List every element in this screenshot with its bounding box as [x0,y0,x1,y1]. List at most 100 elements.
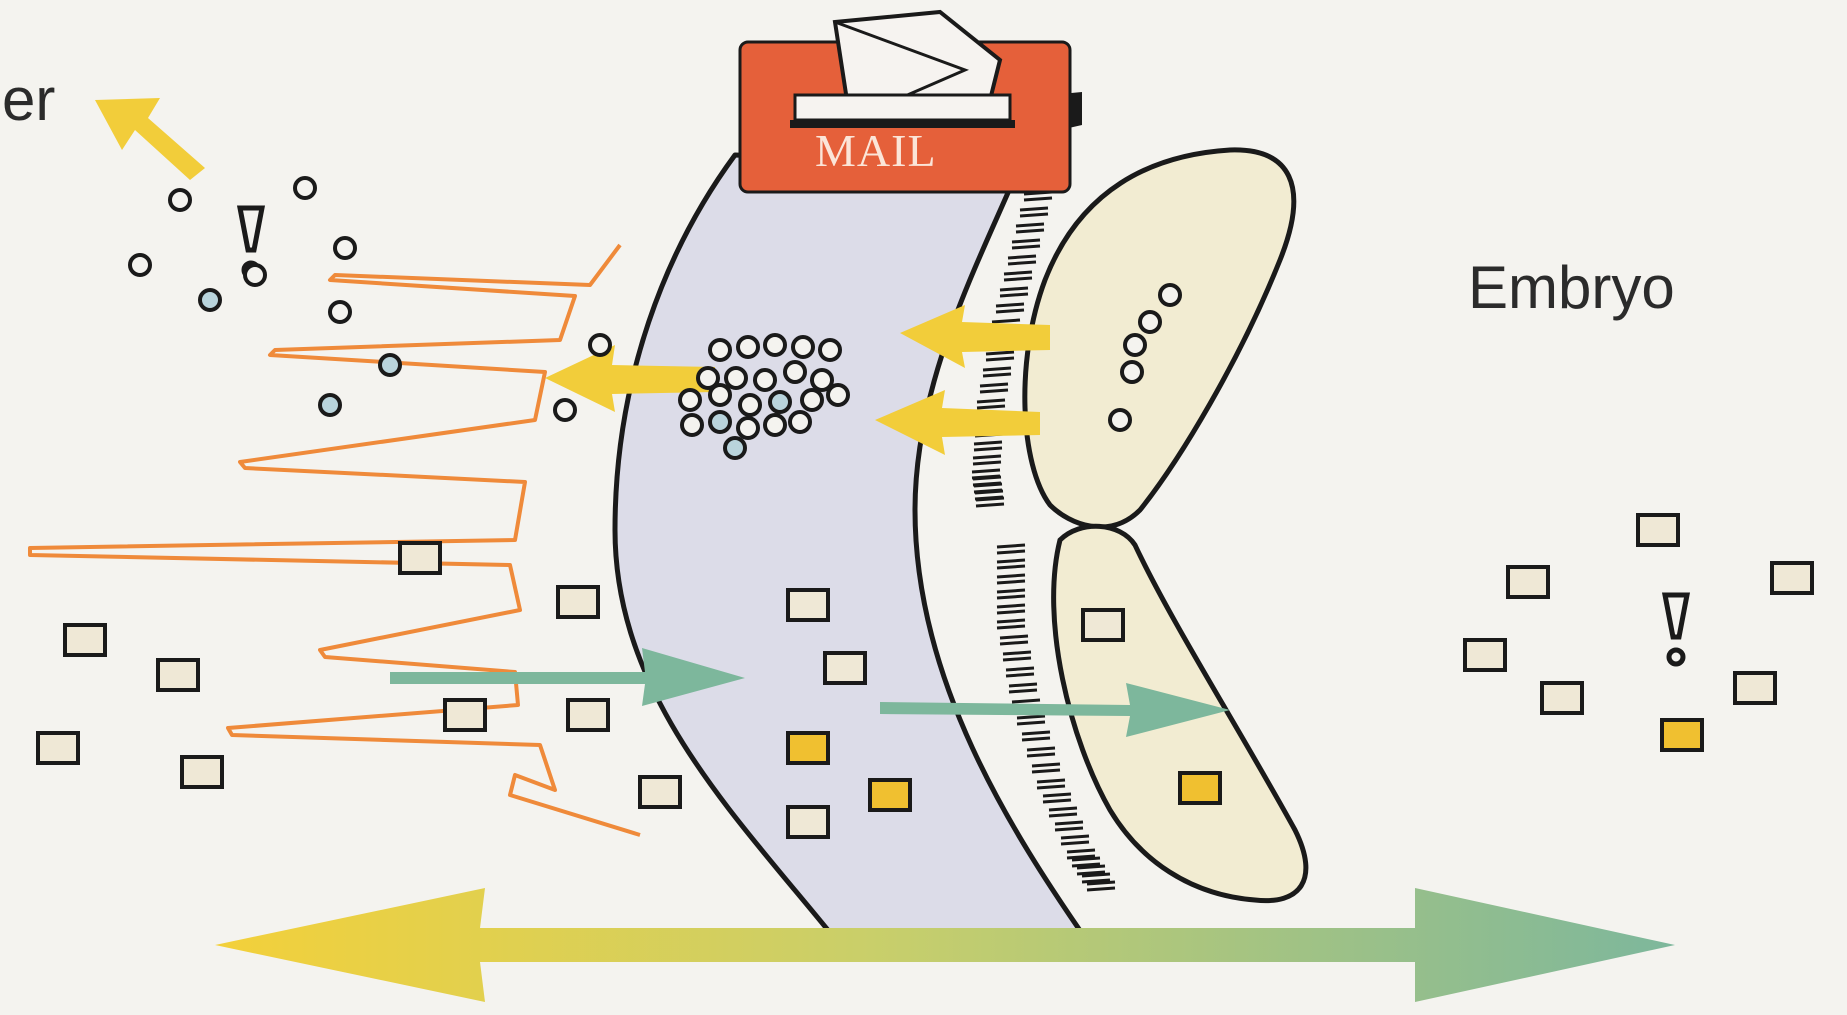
microvillus [1049,808,1077,816]
molecule-square [445,700,485,730]
molecule-square [1180,773,1220,803]
microvillus [997,620,1025,628]
microvillus [1003,652,1031,660]
mail-label: MAIL [815,124,937,177]
molecule-square [1542,683,1582,713]
molecule-circle [1160,285,1180,305]
molecule-square [1662,720,1702,750]
yellow-arrow-up-left [95,98,205,180]
molecule-square [182,757,222,787]
molecule-square [38,733,78,763]
microvillus [1000,636,1028,644]
embryo-cell-top [1025,150,1294,527]
microvillus [1043,794,1071,802]
microvillus [977,400,1005,408]
molecule-circle [793,337,813,357]
microvillus [1061,836,1089,844]
microvillus [974,442,1002,450]
molecule-circle [1140,312,1160,332]
molecule-square [1508,567,1548,597]
microvillus [1032,764,1060,772]
molecule-circle [765,415,785,435]
molecule-square [640,777,680,807]
microvillus [1037,780,1065,788]
exclamation-signal-icon [1665,595,1687,664]
molecule-square [788,807,828,837]
molecule-square [870,780,910,810]
molecule-square [568,700,608,730]
microvillus [1009,684,1037,692]
molecule-circle [802,390,822,410]
microvillus [1008,256,1036,264]
microvillus [997,605,1025,613]
molecule-circle [130,255,150,275]
molecule-circle [790,412,810,432]
microvillus [1004,272,1032,280]
microvillus [1027,748,1055,756]
label-embryo: Embryo [1468,258,1675,318]
molecule-circle [725,438,745,458]
molecule-circle [710,340,730,360]
molecule-square [1735,673,1775,703]
microvillus [1072,858,1100,866]
molecule-circle [726,368,746,388]
microvillus [1067,850,1095,858]
molecule-square [400,543,440,573]
molecule-circle [330,302,350,322]
microvillus [997,590,1025,598]
molecule-circle [828,385,848,405]
molecule-circle [380,355,400,375]
microvillus [1082,874,1110,882]
molecule-circle [820,340,840,360]
microvillus [1022,732,1050,740]
molecule-square [1083,610,1123,640]
microvillus [1017,716,1045,724]
microvillus [1000,288,1028,296]
molecule-circle [1110,410,1130,430]
molecule-circle [320,395,340,415]
microvillus [997,575,1025,583]
molecule-circle [1122,362,1142,382]
microvillus [1087,882,1115,890]
molecule-circle [740,395,760,415]
microvillus [983,368,1011,376]
molecule-circle [710,412,730,432]
microvillus [1055,822,1083,830]
molecule-square [788,733,828,763]
microvillus [997,545,1025,553]
microvillus [976,498,1004,506]
microvillus [980,384,1008,392]
microvillus [1016,224,1044,232]
molecule-square [1638,515,1678,545]
molecule-square [1772,563,1812,593]
label-left-partial: er [2,70,55,130]
molecule-square [788,590,828,620]
molecule-circle [755,370,775,390]
molecule-circle [335,238,355,258]
molecule-circle [680,390,700,410]
microvillus [973,456,1001,464]
microvillus [1012,240,1040,248]
molecule-circle [765,335,785,355]
molecule-circle [785,362,805,382]
microvillus [1020,208,1048,216]
orange-tissue-wave [30,245,640,835]
molecule-square [1465,640,1505,670]
molecule-square [158,660,198,690]
molecule-square [825,653,865,683]
molecule-circle [295,178,315,198]
microvillus [986,352,1014,360]
microvillus [996,304,1024,312]
molecule-circle [1125,335,1145,355]
molecule-circle [710,385,730,405]
molecule-circle [812,370,832,390]
microvillus [1077,866,1105,874]
molecule-circle [555,400,575,420]
microvillus [997,560,1025,568]
molecule-circle [200,290,220,310]
molecule-circle [770,392,790,412]
molecule-circle [682,415,702,435]
molecule-circle [738,418,758,438]
molecule-square [65,625,105,655]
